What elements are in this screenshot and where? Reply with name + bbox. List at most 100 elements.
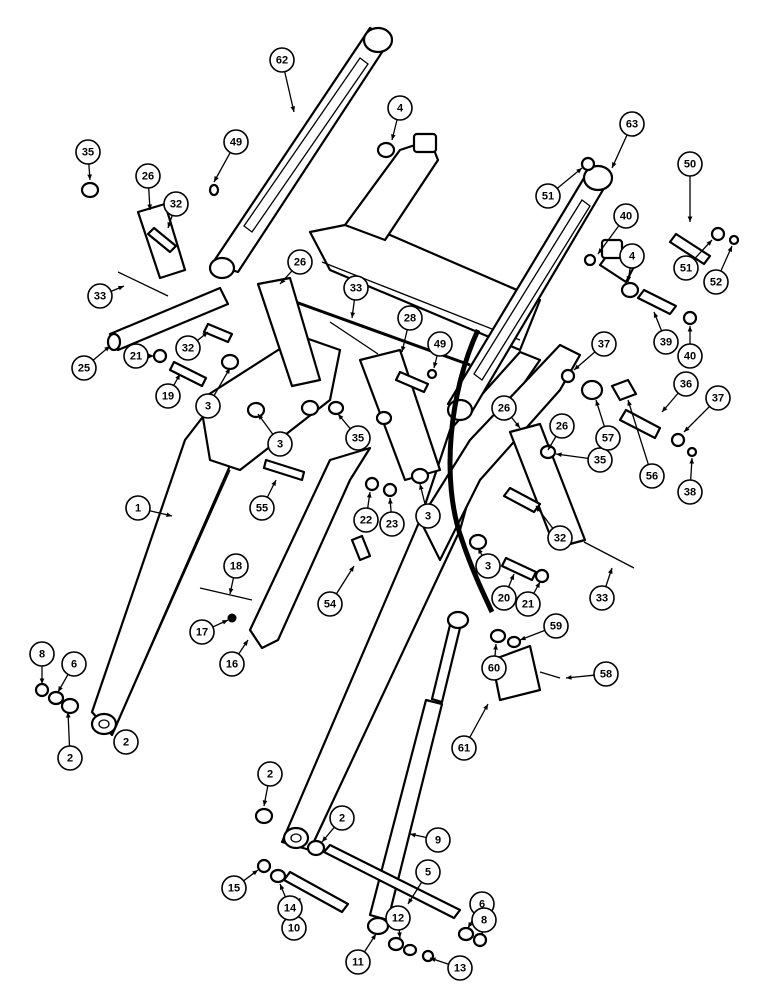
callout-arrowhead xyxy=(510,574,514,580)
callout-36: 36 xyxy=(662,372,698,412)
callout-49: 49 xyxy=(428,332,452,368)
callout-number: 21 xyxy=(522,599,534,611)
callout-number: 37 xyxy=(712,393,724,405)
washer-12-a xyxy=(389,938,403,950)
callout-4: 4 xyxy=(388,96,412,140)
callout-number: 33 xyxy=(596,593,608,605)
callout-number: 3 xyxy=(205,401,211,413)
callout-number: 2 xyxy=(267,769,273,781)
callout-2: 2 xyxy=(58,712,82,770)
upper-left-mount-block xyxy=(414,134,436,152)
callout-number: 40 xyxy=(684,351,696,363)
callout-58: 58 xyxy=(566,662,618,686)
bushing-4-upper xyxy=(378,143,394,157)
callout-number: 4 xyxy=(397,103,404,115)
pin-39 xyxy=(638,290,676,314)
callout-11: 11 xyxy=(346,934,376,974)
callout-number: 38 xyxy=(684,487,696,499)
bushing-57 xyxy=(582,381,602,399)
callout-33: 33 xyxy=(344,276,368,318)
callout-52: 52 xyxy=(704,246,732,294)
left-arm-pivot-eye xyxy=(92,714,116,734)
snap-ring-15 xyxy=(258,860,270,872)
callout-8: 8 xyxy=(472,908,496,934)
washer-40-b xyxy=(684,312,696,324)
callout-number: 55 xyxy=(256,503,268,515)
bushing-3-a xyxy=(222,355,238,369)
callout-number: 32 xyxy=(554,533,566,545)
nut-35-b xyxy=(329,402,343,414)
callout-number: 8 xyxy=(39,649,45,661)
callout-arrowhead xyxy=(118,286,124,290)
callout-number: 26 xyxy=(498,403,510,415)
callout-19: 19 xyxy=(156,374,180,408)
nut-35-c xyxy=(377,412,391,424)
washer-60 xyxy=(491,630,505,642)
callout-number: 35 xyxy=(594,455,606,467)
callout-number: 49 xyxy=(434,339,446,351)
callout-arrowhead xyxy=(688,216,693,222)
callout-number: 33 xyxy=(94,291,106,303)
callout-number: 14 xyxy=(284,903,297,915)
pin-32b xyxy=(204,324,232,342)
fitting-38 xyxy=(688,448,696,456)
callout-number: 60 xyxy=(488,663,500,675)
callout-57: 57 xyxy=(595,400,620,450)
callout-number: 56 xyxy=(646,471,658,483)
callout-number: 58 xyxy=(600,669,612,681)
callout-number: 3 xyxy=(277,439,283,451)
callout-number: 35 xyxy=(82,147,94,159)
callout-2: 2 xyxy=(258,762,282,806)
callout-number: 1 xyxy=(135,503,141,515)
callout-22: 22 xyxy=(354,492,378,532)
callout-number: 22 xyxy=(360,515,372,527)
callout-number: 50 xyxy=(684,159,696,171)
callout-number: 52 xyxy=(710,277,722,289)
fitting-49-a xyxy=(210,185,218,195)
callout-number: 23 xyxy=(386,519,398,531)
callout-35: 35 xyxy=(76,140,100,180)
callout-50: 50 xyxy=(678,152,702,222)
callout-35: 35 xyxy=(338,414,370,450)
callout-number: 20 xyxy=(498,593,510,605)
callout-12: 12 xyxy=(386,906,410,938)
callout-number: 26 xyxy=(142,171,154,183)
callout-arrowhead xyxy=(243,640,248,646)
callout-8: 8 xyxy=(30,642,54,684)
washer-40-a xyxy=(585,255,595,265)
callout-number: 61 xyxy=(458,743,470,755)
washer-6-b xyxy=(459,928,473,940)
callout-number: 37 xyxy=(598,339,610,351)
callout-arrowhead xyxy=(388,498,393,504)
callout-number: 3 xyxy=(485,561,491,573)
callout-62: 62 xyxy=(270,48,295,112)
callout-17: 17 xyxy=(190,620,228,644)
callout-16: 16 xyxy=(220,640,248,676)
callout-number: 2 xyxy=(339,813,345,825)
mounting-plate-right xyxy=(510,424,585,548)
callout-number: 63 xyxy=(626,119,638,131)
callout-number: 32 xyxy=(170,199,182,211)
washer-6-a xyxy=(49,692,63,704)
callout-arrowhead xyxy=(87,174,92,180)
callout-number: 15 xyxy=(228,883,240,895)
callout-63: 63 xyxy=(612,112,644,168)
callout-number: 8 xyxy=(481,915,487,927)
callout-number: 36 xyxy=(680,379,692,391)
callout-32: 32 xyxy=(176,332,208,360)
callout-14: 14 xyxy=(278,884,302,920)
callout-26: 26 xyxy=(548,414,574,450)
left-link-top-eye xyxy=(364,28,392,52)
callout-33: 33 xyxy=(88,284,124,308)
bushing-2-a xyxy=(62,699,78,713)
callout-49: 49 xyxy=(214,130,248,182)
callout-number: 25 xyxy=(78,363,90,375)
callout-number: 28 xyxy=(404,313,416,325)
bushing-3-b xyxy=(248,403,264,417)
callout-number: 32 xyxy=(182,343,194,355)
callout-arrowhead xyxy=(263,800,268,806)
washer-23 xyxy=(384,484,396,496)
callout-number: 19 xyxy=(162,391,174,403)
